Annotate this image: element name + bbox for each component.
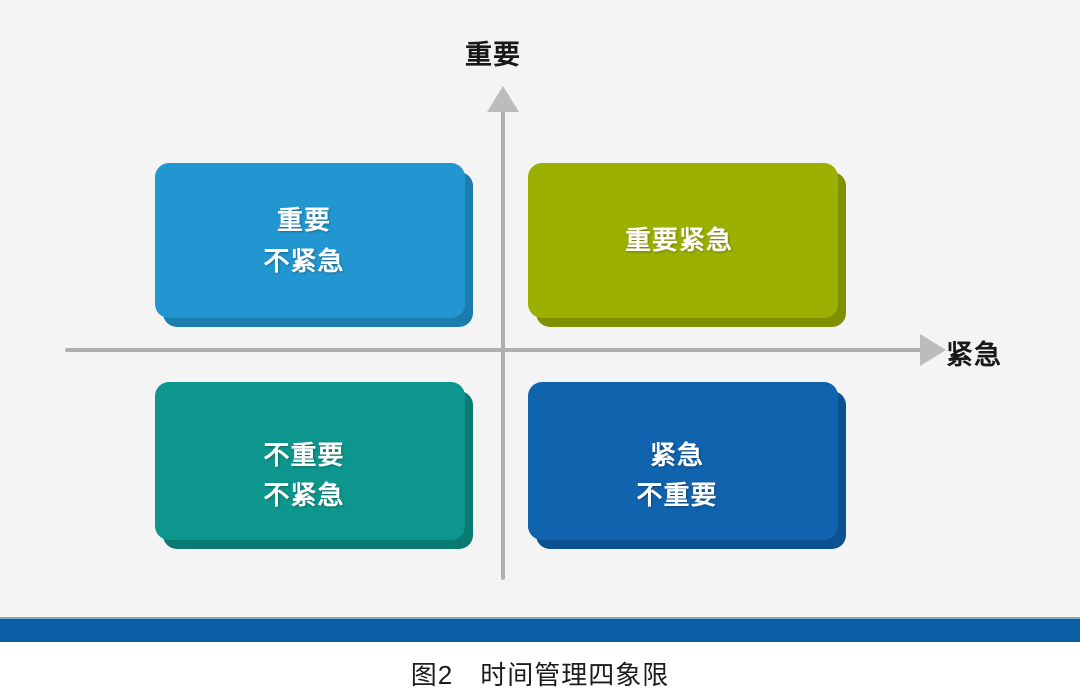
quadrant-label-line: 不重要 xyxy=(636,480,718,510)
quadrant-label-line: 重要紧急 xyxy=(624,225,733,256)
quadrant-face xyxy=(155,382,465,540)
quadrant-label: 重要 不紧急 xyxy=(263,200,344,281)
quadrant-urgent-not-important[interactable]: 紧急 不重要 xyxy=(528,382,846,549)
figure-caption: 图2 时间管理四象限 xyxy=(410,660,670,690)
horizontal-axis-line xyxy=(65,348,927,352)
quadrant-important-not-urgent[interactable]: 重要 不紧急 xyxy=(155,163,473,327)
quadrant-label-line: 不紧急 xyxy=(263,480,345,510)
quadrant-label-line: 不紧急 xyxy=(263,245,345,276)
quadrant-important-urgent[interactable]: 重要紧急 xyxy=(528,163,846,327)
arrow-up-icon xyxy=(487,86,519,112)
quadrant-label: 紧急 不重要 xyxy=(636,435,717,516)
vertical-axis-line xyxy=(501,108,505,580)
quadrant-label-line: 重要 xyxy=(276,205,331,236)
diagram-canvas: 重要 紧急 重要 不紧急 重要紧急 不重要 不紧急 xyxy=(0,0,1080,617)
quadrant-face xyxy=(528,382,838,540)
horizontal-axis-label: 紧急 xyxy=(946,340,1002,370)
quadrant-label-line: 紧急 xyxy=(649,439,704,470)
quadrant-label: 重要紧急 xyxy=(625,220,733,260)
footer-accent-bar xyxy=(0,617,1080,642)
quadrant-not-important-not-urgent[interactable]: 不重要 不紧急 xyxy=(155,382,473,549)
arrow-right-icon xyxy=(920,334,946,366)
vertical-axis-label: 重要 xyxy=(465,40,521,70)
quadrant-label-line: 不重要 xyxy=(263,439,345,470)
quadrant-face xyxy=(155,163,465,318)
quadrant-face xyxy=(528,163,838,318)
quadrant-label: 不重要 不紧急 xyxy=(263,435,344,516)
